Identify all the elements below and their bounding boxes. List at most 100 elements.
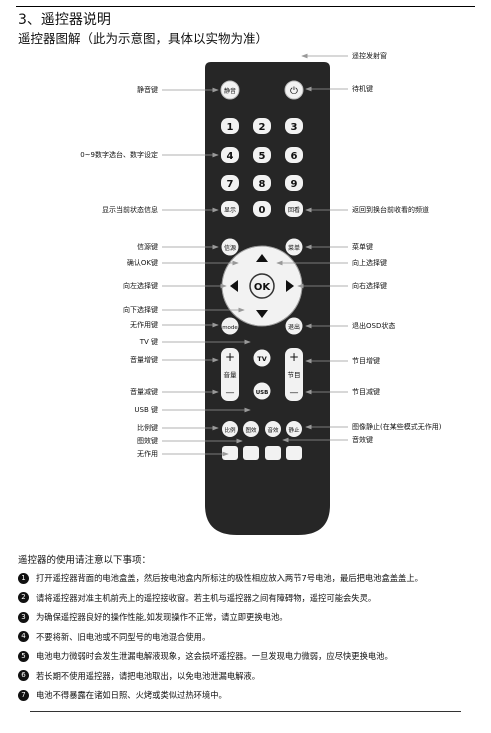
digit-2-button[interactable] <box>253 118 271 134</box>
label-up: 向上选择键 <box>352 259 387 267</box>
down-arrow-icon[interactable] <box>256 310 268 318</box>
blank-button-2[interactable] <box>243 446 259 460</box>
label-prog-down: 节目减键 <box>352 388 380 396</box>
label-source: 信源键 <box>137 243 158 251</box>
volume-rocker[interactable] <box>221 348 239 401</box>
label-nofunc1: 无作用键 <box>130 321 158 329</box>
digit-2-label: 2 <box>259 122 266 133</box>
right-arrow-icon[interactable] <box>286 280 294 292</box>
digit-0-button[interactable] <box>253 201 271 217</box>
label-left: 向左选择键 <box>123 282 158 290</box>
power-icon: ⏻ <box>290 86 298 97</box>
note-item: 2 请将遥控器对准主机前壳上的遥控接收窗。若主机与遥控器之间有障碍物，遥控可能会失… <box>18 592 376 604</box>
exit-button-label: 退出 <box>288 323 300 331</box>
note-item: 3 为确保遥控器良好的操作性能,如发现操作不正常，请立即更换电池。 <box>18 611 288 623</box>
note-text: 为确保遥控器良好的操作性能,如发现操作不正常，请立即更换电池。 <box>36 612 288 622</box>
exit-button[interactable] <box>285 317 303 335</box>
note-text: 电池电力微弱时会发生泄漏电解液现象，这会损坏遥控器。一旦发现电力微弱，应尽快更换… <box>36 651 393 661</box>
header-rule <box>16 6 475 7</box>
volume-plus-label: + <box>225 350 235 364</box>
digit-5-button[interactable] <box>253 147 271 163</box>
recall-button[interactable] <box>285 201 303 217</box>
power-button[interactable] <box>284 80 304 100</box>
digit-6-button[interactable] <box>285 147 303 163</box>
digit-4-label: 4 <box>227 151 234 162</box>
picture-button-label: 图效 <box>245 426 257 434</box>
picture-button[interactable] <box>243 421 259 437</box>
mode-button[interactable] <box>221 317 239 335</box>
note-text: 不要将新、旧电池或不同型号的电池混合使用。 <box>36 631 211 642</box>
digit-1-label: 1 <box>227 122 234 133</box>
note-number-badge: 5 <box>18 650 29 662</box>
digit-8-button[interactable] <box>253 175 271 191</box>
note-text: 请将遥控器对准主机前壳上的遥控接收窗。若主机与遥控器之间有障碍物，遥控可能会失灵… <box>36 592 377 603</box>
note-number-badge: 6 <box>18 670 29 681</box>
label-nofunc2: 无作用 <box>137 450 158 458</box>
label-ir: 遥控发射窗 <box>352 52 387 60</box>
menu-button[interactable] <box>285 238 303 256</box>
footer-rule <box>30 711 461 712</box>
ratio-button[interactable] <box>222 421 238 437</box>
menu-button-label: 菜单 <box>288 244 300 252</box>
digit-6-label: 6 <box>291 151 298 162</box>
label-usb: USB 键 <box>134 406 158 414</box>
digit-7-button[interactable] <box>221 175 239 191</box>
blank-button-4[interactable] <box>286 446 302 460</box>
blank-button-3[interactable] <box>265 446 281 460</box>
label-tv: TV 键 <box>139 338 158 346</box>
label-prog-up: 节目增键 <box>352 357 380 365</box>
display-button[interactable] <box>221 201 239 217</box>
digit-0-label: 0 <box>259 205 266 216</box>
note-number-badge: 7 <box>18 689 29 701</box>
source-button[interactable] <box>221 238 239 256</box>
digit-1-button[interactable] <box>221 118 239 134</box>
up-arrow-icon[interactable] <box>256 254 268 262</box>
label-vol-up: 音量增键 <box>130 356 158 364</box>
digit-7-label: 7 <box>227 179 234 190</box>
label-right: 向右选择键 <box>352 282 387 290</box>
section-title: 3、遥控器说明 <box>18 12 111 28</box>
label-digits: 0~9数字选台、数字设定 <box>80 151 158 159</box>
digit-5-label: 5 <box>259 151 266 162</box>
freeze-button[interactable] <box>286 421 302 437</box>
tv-button[interactable] <box>253 349 271 367</box>
leader-lines <box>162 53 348 457</box>
program-rocker[interactable] <box>285 348 303 401</box>
label-power: 待机键 <box>352 85 373 93</box>
digit-4-button[interactable] <box>221 147 239 163</box>
freeze-button-label: 静止 <box>288 426 300 434</box>
note-number-badge: 3 <box>18 611 29 623</box>
ok-button[interactable] <box>249 273 275 299</box>
note-item: 5 电池电力微弱时会发生泄漏电解液现象，这会损坏遥控器。一旦发现电力微弱，应尽快更… <box>18 650 393 662</box>
usb-button-label: USB <box>256 390 269 396</box>
mute-button-label: 静音 <box>224 87 236 95</box>
usb-button[interactable] <box>253 382 271 400</box>
mute-button[interactable] <box>220 80 240 100</box>
note-text: 打开遥控器背面的电池盒盖，然后按电池盒内所标注的极性相应放入两节7号电池，最后把… <box>36 573 423 583</box>
label-sound: 音效键 <box>352 436 373 444</box>
label-recall: 返回到换台前收看的频道 <box>352 206 429 214</box>
note-number-badge: 1 <box>18 572 29 584</box>
label-picture: 图效键 <box>137 437 158 445</box>
volume-label: 音量 <box>224 370 238 379</box>
label-vol-down: 音量减键 <box>130 388 158 396</box>
source-button-label: 信源 <box>224 244 236 252</box>
note-number-badge: 2 <box>18 592 29 603</box>
sound-button[interactable] <box>265 421 281 437</box>
mode-button-label: mode <box>222 325 238 331</box>
program-plus-label: + <box>289 350 299 364</box>
blank-button-1[interactable] <box>222 446 238 460</box>
digit-9-button[interactable] <box>285 175 303 191</box>
tv-button-label: TV <box>257 355 266 363</box>
digit-9-label: 9 <box>291 179 298 190</box>
label-down: 向下选择键 <box>123 306 158 314</box>
program-label: 节目 <box>288 371 301 379</box>
program-minus-label: — <box>290 388 299 398</box>
note-text: 电池不得暴露在诸如日照、火烤或类似过热环境中。 <box>36 690 227 700</box>
left-arrow-icon[interactable] <box>230 280 238 292</box>
label-display: 显示当前状态信息 <box>102 206 158 214</box>
digit-3-button[interactable] <box>285 118 303 134</box>
